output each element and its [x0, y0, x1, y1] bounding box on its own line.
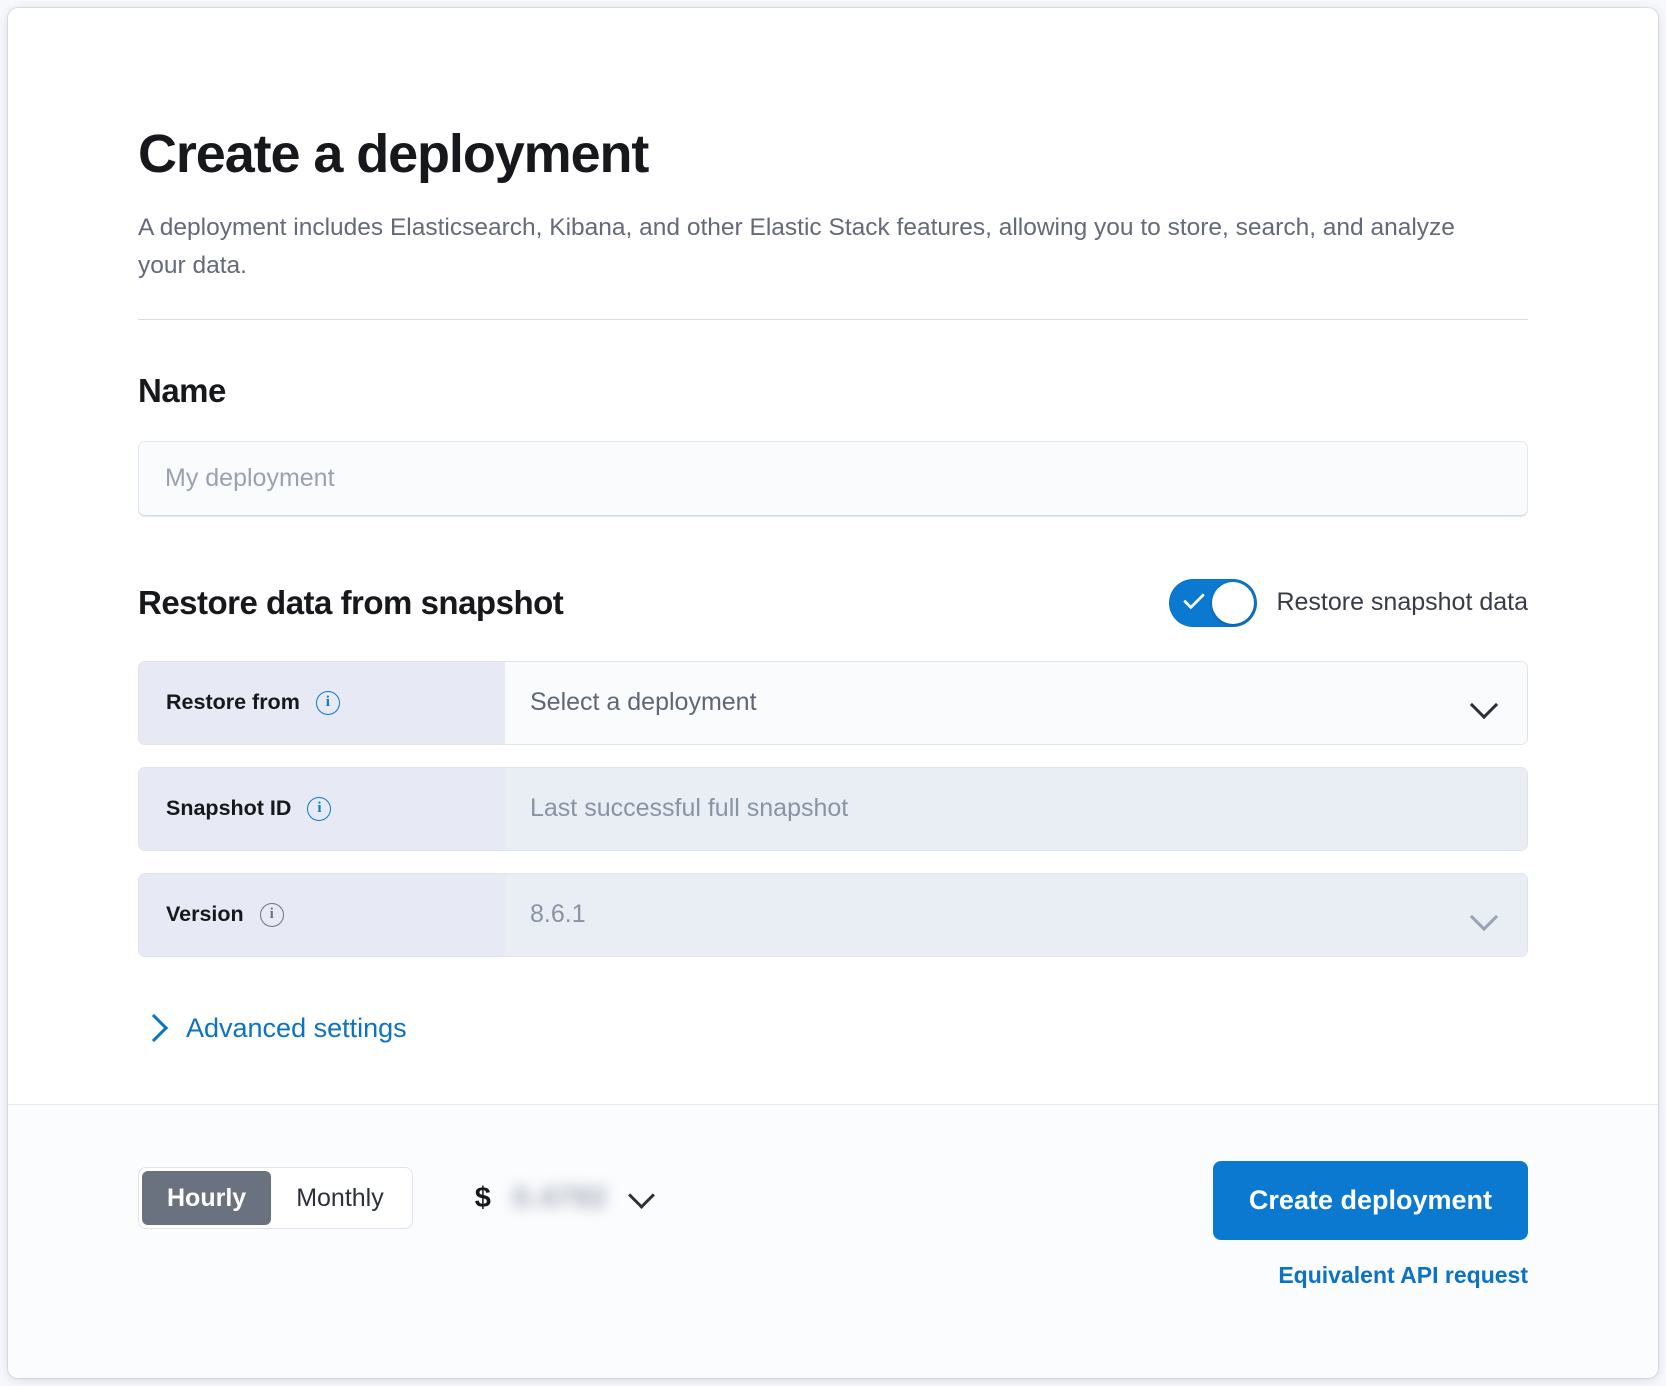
price-value: 0.4792 — [512, 1181, 608, 1214]
chevron-down-icon[interactable] — [1471, 695, 1497, 710]
snapshot-id-value: Last successful full snapshot — [530, 794, 849, 823]
footer-right: Create deployment Equivalent API request — [1212, 1161, 1528, 1289]
chevron-down-icon[interactable] — [1471, 907, 1497, 922]
row-label-version: Version i — [139, 873, 505, 956]
row-label-restore-from: Restore from i — [139, 661, 505, 744]
check-icon — [1183, 587, 1206, 610]
card-footer: Hourly Monthly $ 0.4792 Create deploymen… — [8, 1104, 1658, 1378]
form-row-version[interactable]: Version i 8.6.1 — [138, 872, 1528, 957]
name-section: Name My deployment — [138, 372, 1528, 517]
row-label-text: Snapshot ID — [166, 796, 292, 821]
restore-from-select[interactable]: Select a deployment — [505, 661, 1527, 744]
info-icon[interactable]: i — [315, 690, 340, 715]
info-icon[interactable]: i — [307, 796, 332, 821]
version-select[interactable]: 8.6.1 — [505, 873, 1527, 956]
version-value: 8.6.1 — [530, 900, 586, 929]
info-icon[interactable]: i — [259, 902, 284, 927]
price-currency: $ — [474, 1181, 491, 1214]
billing-period-segmented-control[interactable]: Hourly Monthly — [138, 1167, 413, 1229]
restore-snapshot-toggle[interactable] — [1169, 578, 1258, 627]
page-title: Create a deployment — [138, 124, 649, 184]
price-display[interactable]: $ 0.4792 — [475, 1182, 654, 1215]
restore-from-value: Select a deployment — [530, 688, 757, 717]
advanced-settings-link[interactable]: Advanced settings — [138, 1013, 1528, 1044]
header-divider — [138, 318, 1528, 320]
row-label-text: Version — [166, 902, 244, 927]
restore-snapshot-toggle-label: Restore snapshot data — [1276, 588, 1528, 617]
snapshot-id-field[interactable]: Last successful full snapshot — [505, 767, 1527, 850]
equivalent-api-request-link[interactable]: Equivalent API request — [1278, 1262, 1528, 1288]
billing-option-monthly[interactable]: Monthly — [296, 1183, 384, 1212]
chevron-down-icon[interactable] — [630, 1186, 654, 1210]
row-label-snapshot-id: Snapshot ID i — [139, 767, 505, 850]
billing-option-hourly[interactable]: Hourly — [142, 1171, 272, 1225]
deployment-name-placeholder: My deployment — [165, 464, 335, 493]
form-row-restore-from[interactable]: Restore from i Select a deployment — [138, 660, 1528, 745]
advanced-settings-label: Advanced settings — [186, 1012, 407, 1043]
form-row-snapshot-id[interactable]: Snapshot ID i Last successful full snaps… — [138, 766, 1528, 851]
toggle-knob — [1212, 581, 1255, 624]
footer-left: Hourly Monthly $ 0.4792 — [138, 1161, 654, 1229]
card-body: Create a deployment A deployment include… — [8, 8, 1658, 1044]
create-deployment-card: Create a deployment A deployment include… — [8, 8, 1658, 1378]
snapshot-heading: Restore data from snapshot — [138, 583, 564, 621]
name-heading: Name — [138, 371, 226, 409]
snapshot-form-rows: Restore from i Select a deployment Snaps… — [138, 660, 1528, 957]
row-label-text: Restore from — [166, 690, 300, 715]
create-deployment-button[interactable]: Create deployment — [1212, 1161, 1528, 1240]
deployment-name-input[interactable]: My deployment — [138, 440, 1528, 517]
snapshot-section-header: Restore data from snapshot Restore snaps… — [138, 578, 1528, 627]
restore-snapshot-toggle-wrap[interactable]: Restore snapshot data — [1169, 578, 1528, 627]
chevron-right-icon — [139, 1013, 169, 1043]
page-subtitle: A deployment includes Elasticsearch, Kib… — [138, 213, 1455, 279]
